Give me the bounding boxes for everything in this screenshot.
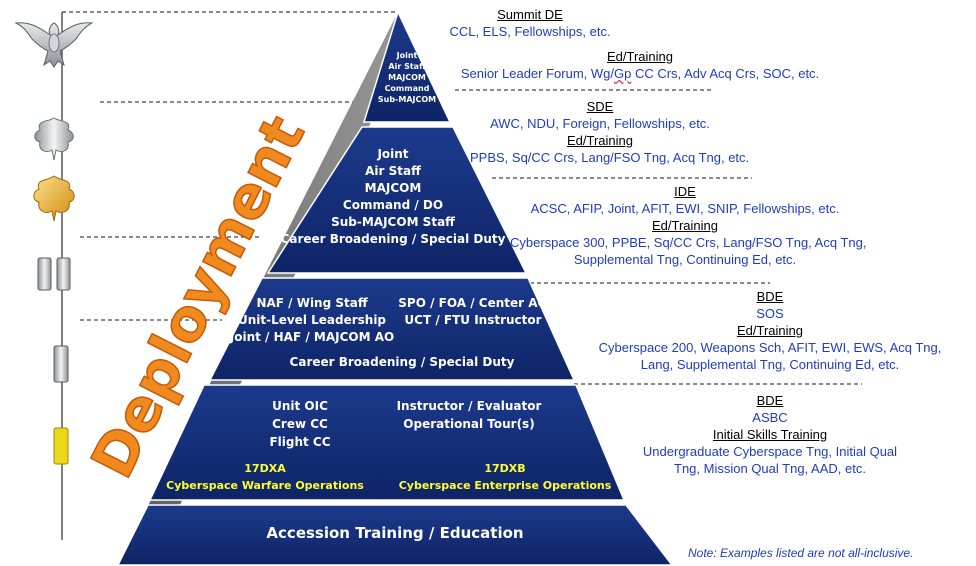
afsc-17dxa: 17DXA Cyberspace Warfare Operations: [160, 460, 370, 494]
tier-2-line: Air Staff: [365, 164, 421, 178]
summit-de-group: Summit DE CCL, ELS, Fellowships, etc.: [430, 6, 630, 40]
tier-3-line: SPO / FOA / Center AO: [398, 296, 548, 310]
group-heading: Initial Skills Training: [712, 427, 828, 442]
lt-colonel-silver-oak-leaf-icon: [34, 117, 74, 161]
pyramid-tier-2: [266, 126, 528, 274]
tier-2-line: Sub-MAJCOM Staff: [331, 215, 455, 229]
tier-2-line: MAJCOM: [364, 181, 422, 195]
group-item-part: CC Crs, Adv Acq Crs, SOC, etc.: [631, 66, 820, 81]
tier-1-line: Air Staff: [388, 62, 426, 71]
group-item-part: Gp: [614, 66, 632, 81]
bde-asbc-group: BDE ASBC Initial Skills Training Undergr…: [620, 392, 920, 477]
tier-4-line: Instructor / Evaluator: [396, 399, 542, 413]
group-heading: IDE: [674, 184, 696, 199]
tier-4-line: Flight CC: [269, 435, 331, 449]
ide-group: IDE ACSC, AFIP, Joint, AFIT, EWI, SNIP, …: [510, 183, 867, 268]
group-heading: Summit DE: [497, 7, 563, 22]
group-heading: BDE: [756, 289, 784, 304]
tier-4-line: Crew CC: [272, 417, 328, 431]
base-tier-text: Accession Training / Education: [266, 524, 524, 542]
afsc-title: Cyberspace Enterprise Operations: [398, 479, 612, 492]
left-leader-lines: [62, 11, 395, 321]
group-item: Tng, Mission Qual Tng, AAD, etc.: [674, 461, 866, 476]
group-item: ACSC, AFIP, Joint, AFIT, EWI, SNIP, Fell…: [530, 201, 840, 216]
colonel-eagle-icon: [14, 22, 94, 68]
afsc-code: 17DXB: [484, 462, 526, 475]
group-heading: Ed/Training: [737, 323, 803, 338]
tier-4-left-text: Unit OIC Crew CC Flight CC: [240, 397, 360, 451]
second-lt-gold-bar-icon: [53, 427, 69, 465]
group-item: SOS: [756, 306, 784, 321]
group-heading: Ed/Training: [567, 133, 633, 148]
group-item: Cyberspace 200, Weapons Sch, AFIT, EWI, …: [598, 340, 942, 355]
group-item: Supplemental Tng, Continuing Ed, etc.: [573, 252, 797, 267]
tier-3-line: NAF / Wing Staff: [256, 296, 368, 310]
group-item: ASBC: [752, 410, 788, 425]
tier-2-line: Command / DO: [342, 198, 444, 212]
bde-sos-group: BDE SOS Ed/Training Cyberspace 200, Weap…: [575, 288, 965, 373]
group-item-part: Senior Leader Forum, Wg/: [460, 66, 614, 81]
pyramid-tier-1: [362, 9, 452, 123]
tier-3-line: UCT / FTU Instructor: [404, 313, 542, 327]
tier-2-text: Joint Air Staff MAJCOM Command / DO Sub-…: [278, 146, 508, 248]
group-heading: BDE: [756, 393, 784, 408]
group-heading: Ed/Training: [607, 49, 673, 64]
tier-1-line: Command: [384, 84, 430, 93]
right-leader-lines: [455, 89, 862, 385]
tier-3-right-text: SPO / FOA / Center AO UCT / FTU Instruct…: [388, 295, 558, 329]
group-item: AWC, NDU, Foreign, Fellowships, etc.: [490, 116, 710, 131]
tier-3-line: Unit-Level Leadership: [237, 313, 387, 327]
tier-2-line: Career Broadening / Special Duty: [280, 232, 506, 246]
tier-1-line: Sub-MAJCOM: [377, 95, 437, 104]
first-lt-silver-bar-icon: [53, 345, 69, 383]
tier-3-bottom-text: Career Broadening / Special Duty: [289, 355, 515, 369]
tier-1-line: MAJCOM: [388, 73, 426, 82]
group-item: Lang, Supplemental Tng, Continuing Ed, e…: [640, 357, 900, 372]
group-heading: Ed/Training: [652, 218, 718, 233]
tier-2-line: Joint: [377, 147, 409, 161]
tier-1-line: Joint: [396, 51, 418, 60]
tier-1-text: Joint Air Staff MAJCOM Command Sub-MAJCO…: [364, 50, 450, 105]
pyramid-tier-4: [148, 384, 626, 501]
group-item: Cyberspace 300, PPBE, Sq/CC Crs, Lang/FS…: [510, 235, 867, 250]
footnote: Note: Examples listed are not all-inclus…: [688, 546, 914, 560]
afsc-code: 17DXA: [244, 462, 286, 475]
afsc-title: Cyberspace Warfare Operations: [166, 479, 364, 492]
group-item: Undergraduate Cyberspace Tng, Initial Qu…: [642, 444, 898, 459]
group-item: CCL, ELS, Fellowships, etc.: [449, 24, 611, 39]
major-gold-oak-leaf-icon: [33, 175, 75, 222]
afsc-17dxb: 17DXB Cyberspace Enterprise Operations: [394, 460, 616, 494]
tier-4-right-text: Instructor / Evaluator Operational Tour(…: [384, 397, 554, 433]
tier-4-line: Unit OIC: [272, 399, 328, 413]
tier-3-line: Joint / HAF / MAJCOM AO: [229, 330, 395, 344]
group-heading: SDE: [586, 99, 614, 114]
summit-ed-training-group: Ed/Training Senior Leader Forum, Wg/Gp C…: [440, 48, 840, 82]
pyramid-base-tier: [116, 504, 674, 566]
sde-group: SDE AWC, NDU, Foreign, Fellowships, etc.…: [470, 98, 750, 166]
captain-double-bars-icon: [37, 257, 71, 291]
group-item: PPBS, Sq/CC Crs, Lang/FSO Tng, Acq Tng, …: [470, 150, 750, 165]
pyramid-tier-3: [208, 277, 576, 381]
group-item: Senior Leader Forum, Wg/Gp CC Crs, Adv A…: [440, 65, 840, 82]
tier-4-line: Operational Tour(s): [403, 417, 535, 431]
tier-3-left-text: NAF / Wing Staff Unit-Level Leadership J…: [222, 295, 402, 346]
